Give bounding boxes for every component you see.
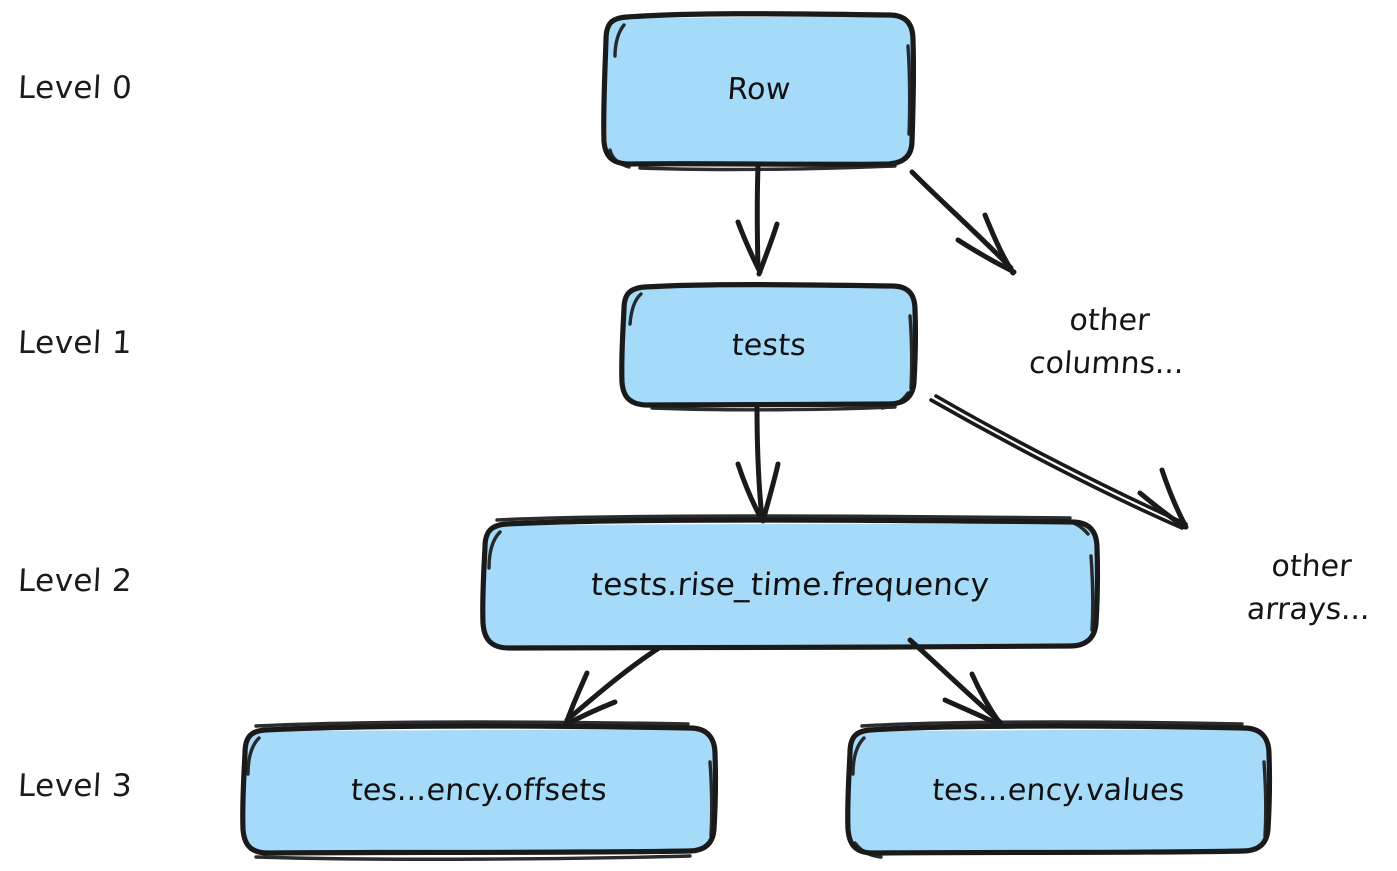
edge-label-other-columns: other columns... <box>1015 300 1201 385</box>
node-row[interactable] <box>604 14 914 164</box>
edge-tests-to-other-arrays <box>929 394 1189 530</box>
edge-tests-to-frequency <box>735 403 781 524</box>
level-label-2: Level 2 <box>17 563 134 599</box>
edge-label-other-columns-line1: other <box>1068 303 1151 338</box>
node-tests-shape[interactable] <box>619 282 919 412</box>
level-label-0: Level 0 <box>17 70 134 106</box>
level-label-3: Level 3 <box>17 768 134 804</box>
node-tests[interactable] <box>622 286 916 404</box>
node-frequency-shape[interactable] <box>480 514 1101 651</box>
node-row-shape[interactable] <box>601 11 917 172</box>
edge-label-other-arrays-line1: other <box>1270 549 1353 584</box>
edge-label-other-arrays: other arrays... <box>1219 546 1397 631</box>
edge-row-to-other-columns <box>909 169 1017 276</box>
edge-label-other-columns-line2: columns... <box>1027 345 1186 381</box>
node-offsets[interactable] <box>243 729 715 851</box>
node-values-shape[interactable] <box>845 720 1273 859</box>
node-values[interactable] <box>848 729 1269 851</box>
edge-label-other-arrays-line2: arrays... <box>1245 591 1372 627</box>
edge-frequency-to-values <box>907 637 1005 729</box>
node-frequency[interactable] <box>483 523 1097 646</box>
edge-row-to-tests <box>735 163 780 277</box>
node-offsets-shape[interactable] <box>240 720 719 861</box>
level-label-1: Level 1 <box>17 325 134 361</box>
edge-frequency-to-offsets <box>562 645 662 728</box>
